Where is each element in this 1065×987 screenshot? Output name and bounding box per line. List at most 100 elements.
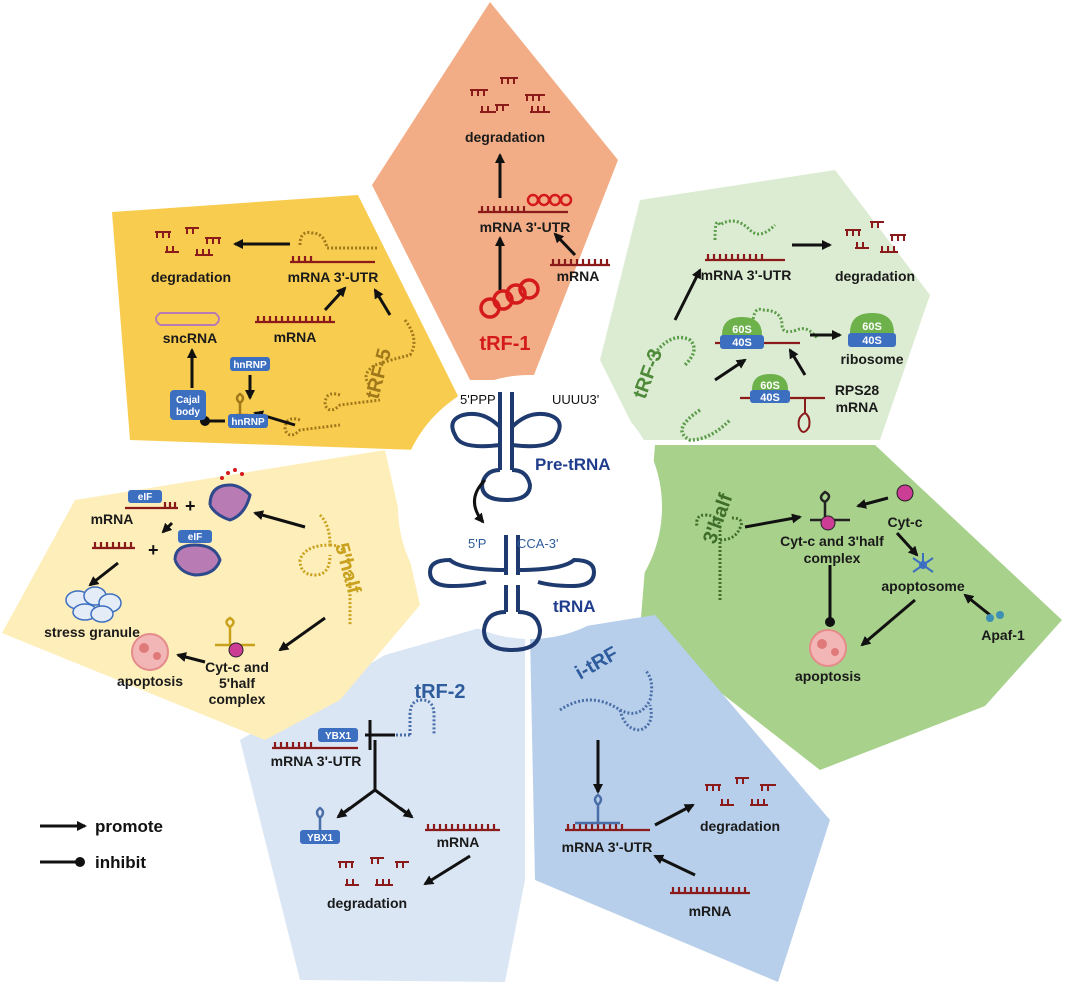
trf1-arrow-mrna-to-utr (553, 232, 577, 257)
ribosome-icon (848, 313, 896, 347)
half3-arrow-cytc-to-apoptosome (895, 531, 919, 557)
ribosome-40s-label: 40S (862, 335, 882, 347)
trf2-ybx1-release-icon (300, 806, 340, 844)
half5-complex-line2: 5'half (219, 675, 255, 691)
itrf-mrna-label: mRNA (689, 903, 732, 919)
half3-arrow-apaf1 (963, 593, 991, 617)
trf3-rps28-line1: RPS28 (835, 382, 880, 398)
trf3-degradation-label: degradation (835, 268, 915, 284)
half5-stress-granule-label: stress granule (44, 624, 140, 640)
trf5-arrow-mrna-to-utr (323, 286, 347, 312)
center-circle (398, 375, 662, 639)
half5-arrow-split (161, 521, 174, 534)
trna-cloverleaf-icon (427, 535, 597, 653)
half3-apoptosis-label: apoptosis (795, 668, 861, 684)
trna-label: tRNA (553, 597, 596, 616)
half3-apaf1-label: Apaf-1 (981, 627, 1025, 643)
ribosome-60s-label: 60S (862, 321, 882, 333)
half5-plus-1: + (185, 496, 196, 516)
trf5-mrna-label: mRNA (274, 329, 317, 345)
trf5-utr-icon (290, 231, 377, 264)
trf2-arrow-to-degradation (423, 854, 471, 886)
cajal-body-icon (170, 390, 206, 420)
sector-5half (2, 450, 420, 740)
trf5-degradation-label: degradation (151, 269, 231, 285)
trf3-rps-60s: 60S (760, 380, 780, 392)
trf1-degradation-icon (470, 77, 550, 113)
stress-granule-icon (65, 586, 122, 623)
trf3-arrow-to-utr (673, 268, 702, 321)
trf2-ybx1-chip-label: YBX1 (325, 731, 352, 742)
trf3-rps-40s: 40S (760, 392, 780, 404)
half5-complex-line3: complex (209, 691, 266, 707)
trf5-sncrna-label: sncRNA (163, 330, 217, 346)
apoptotic-cell-icon (809, 629, 847, 667)
half5-arrow-to-granule (88, 561, 119, 587)
itrf-mrna-icon (670, 887, 750, 895)
half5-arrow-to-apoptosis (176, 652, 206, 664)
legend-inhibit-label: inhibit (95, 853, 146, 872)
trf1-utr-label: mRNA 3'-UTR (480, 219, 571, 235)
sector-trf1 (372, 2, 618, 380)
half5-eif-label-2: eIF (188, 532, 202, 543)
half5-free-mrna-icon (92, 542, 135, 550)
trf3-arrow-up-right (788, 348, 807, 376)
half3-complex-line1: Cyt-c and 3'half (780, 533, 884, 549)
trf3-ribosome-complex-icon (715, 307, 819, 349)
trf3-rps28-icon (740, 374, 825, 433)
trf5-cajal-line2: body (176, 407, 200, 418)
half5-arrow-to-cytc (278, 616, 326, 652)
trf2-mrna-label: mRNA (437, 834, 480, 850)
trf2-degradation-label: degradation (327, 895, 407, 911)
trf5-hnrnp-bound-icon (228, 392, 268, 428)
half5-plus-2: + (148, 540, 159, 560)
half3-complex-line2: complex (804, 550, 861, 566)
half5-mrna-label: mRNA (91, 511, 134, 527)
half5-fragment-icon (298, 513, 352, 625)
trna-5end: 5'P (468, 536, 486, 551)
trf5-cajal-line1: Cajal (176, 395, 200, 406)
trf1-fragment-icon (479, 278, 540, 319)
cyt-c-dot-icon (896, 484, 914, 502)
trf5-hnrnp-top-icon (230, 357, 270, 371)
trf5-hnrnp-top-label: hnRNP (233, 360, 267, 371)
itrf-utr-label: mRNA 3'-UTR (562, 839, 653, 855)
legend-promote-label: promote (95, 817, 163, 836)
processing-arrow (473, 478, 487, 524)
pre-trna-icon (450, 392, 562, 503)
half3-apoptosome-label: apoptosome (881, 578, 964, 594)
half3-fragment-icon (695, 513, 743, 600)
trf5-fragment-icon (283, 319, 416, 437)
trf2-title: tRF-2 (414, 681, 465, 703)
trf2-arrow-right (399, 806, 414, 819)
half3-arrow-cytc-to-complex (856, 496, 889, 509)
half5-apoptotic-cell-icon (131, 633, 169, 671)
pre-trna-5end: 5'PPP (460, 392, 496, 407)
pre-trna-3end: UUUU3' (552, 392, 599, 407)
half5-eif-mrna-icon (125, 490, 178, 510)
trf2-inhibit-bar (365, 720, 395, 750)
trf5-degradation-icon (155, 227, 221, 256)
trf1-mrna-utr-icon (478, 193, 573, 214)
itrf-utr-icon (565, 793, 650, 832)
itrf-arrow-to-degradation (654, 803, 695, 827)
trf3-ribosome-label: ribosome (840, 351, 903, 367)
half5-cytc-complex-icon (215, 616, 255, 658)
trf1-degradation-label: degradation (465, 129, 545, 145)
cyt-c-complex-icon (810, 490, 850, 531)
itrf-arrow-mrna-to-utr (653, 854, 696, 877)
trf5-sncrna-icon (155, 312, 220, 326)
half5-trna-complex-icon (208, 468, 252, 522)
trf3-rps28-line2: mRNA (836, 399, 879, 415)
trf2-ybx1-release-label: YBX1 (307, 833, 334, 844)
sector-trf3 (600, 170, 930, 440)
trf3-utr-label: mRNA 3'-UTR (701, 267, 792, 283)
trf1-mrna-icon (550, 259, 610, 267)
trf5-hnrnp-bound-label: hnRNP (231, 417, 265, 428)
half3-arrow-to-complex (744, 513, 802, 529)
trf2-fragment-icon (395, 698, 436, 737)
pre-trna-label: Pre-tRNA (535, 455, 611, 474)
trf3-60s-label: 60S (732, 324, 752, 336)
